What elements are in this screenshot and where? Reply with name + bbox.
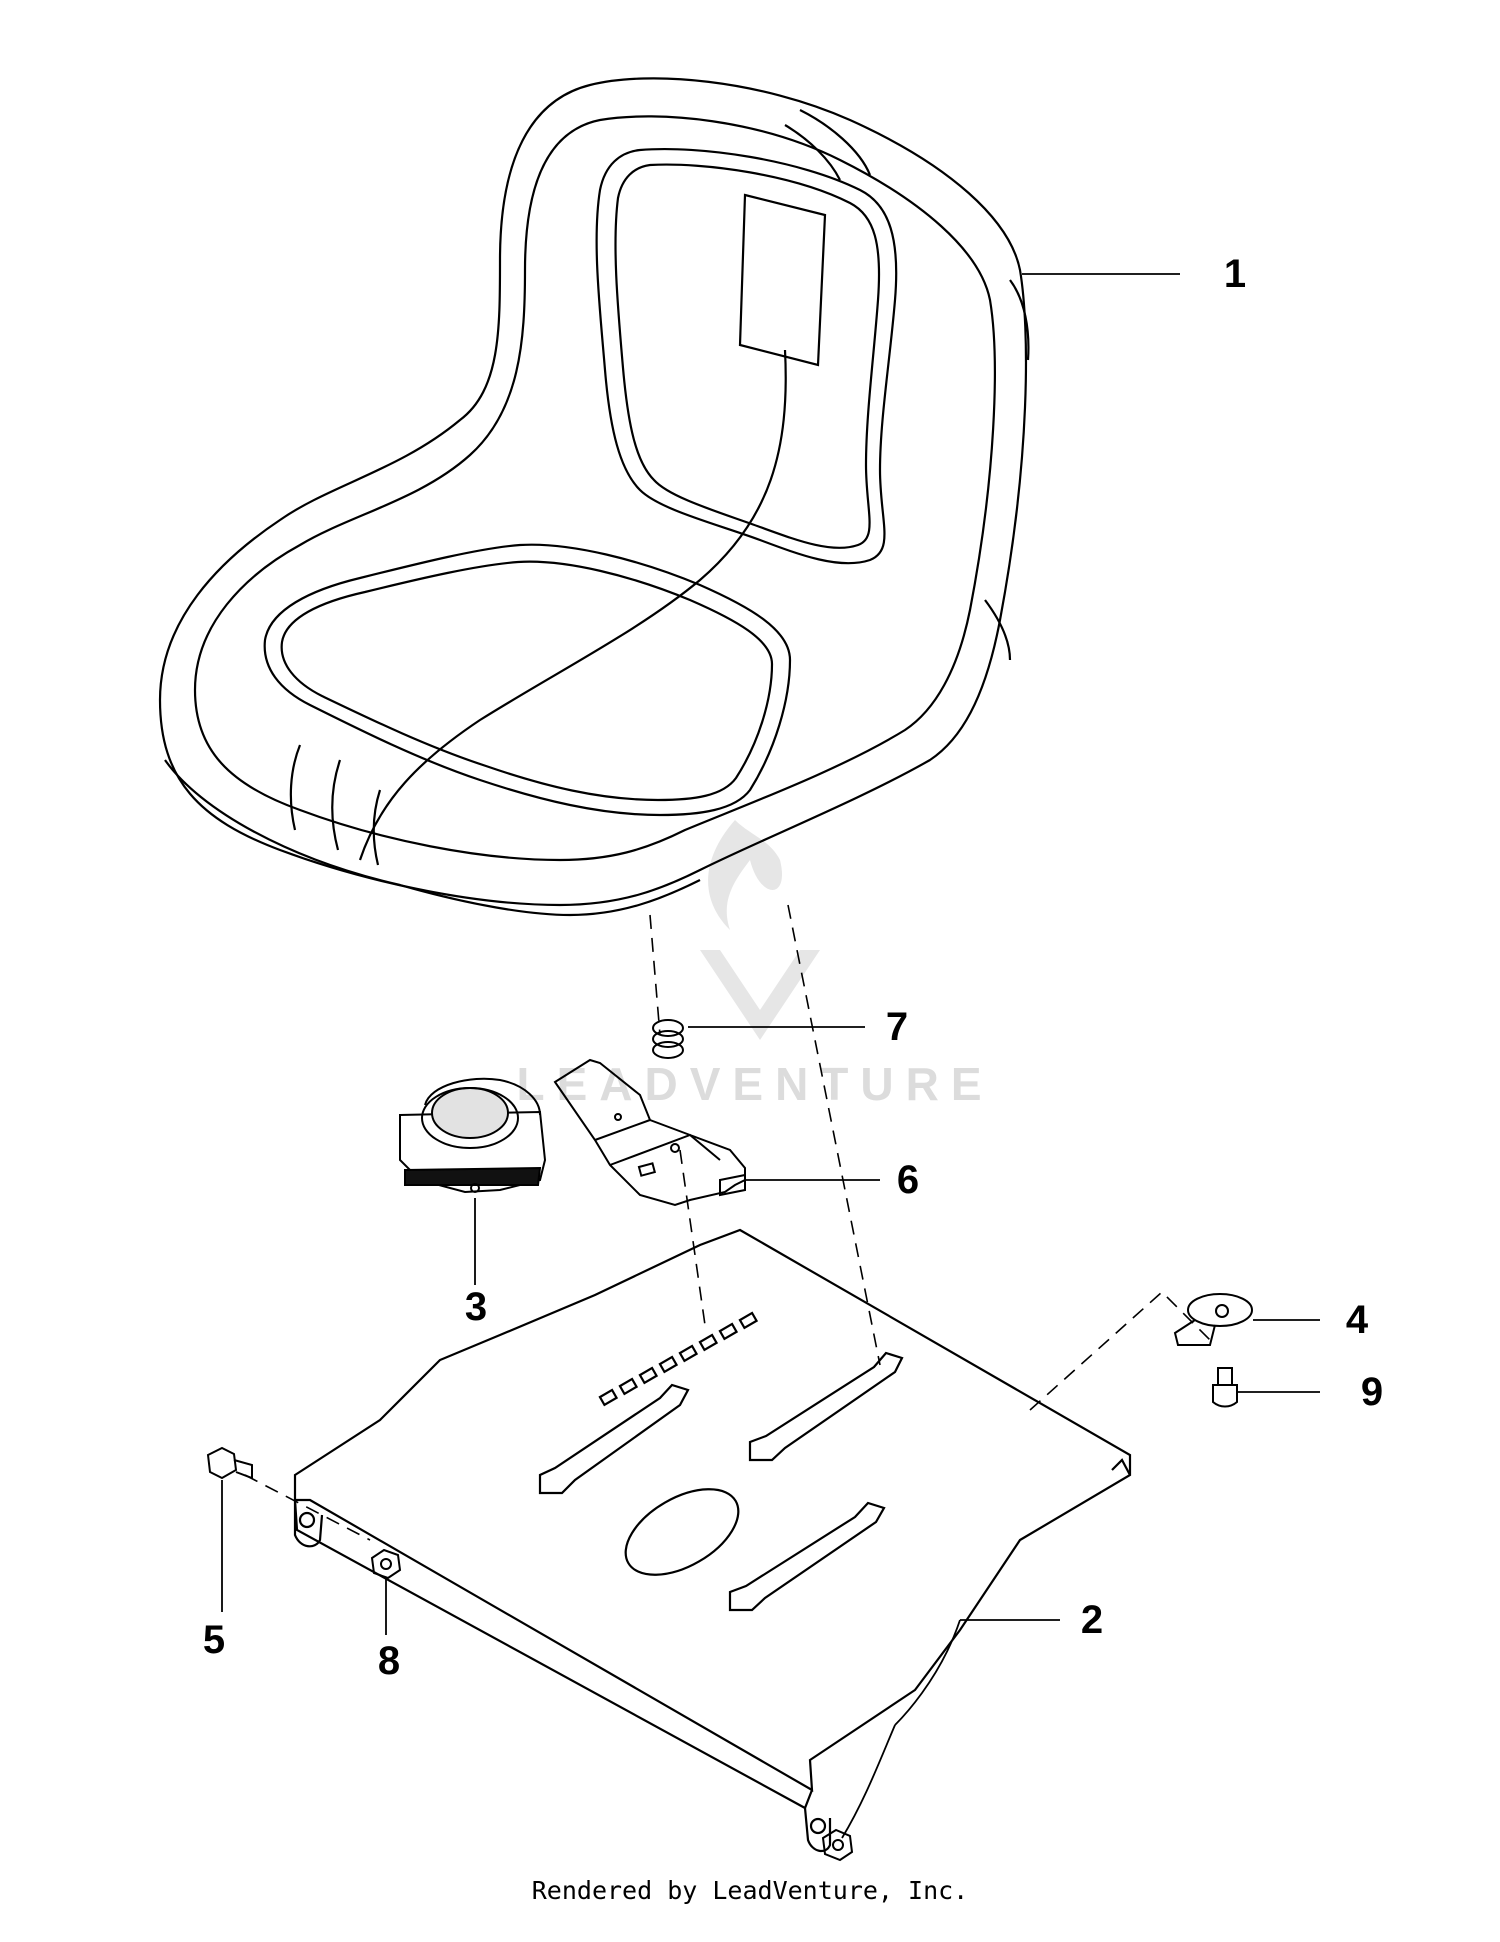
seat-outer-outline bbox=[158, 77, 1028, 907]
callout-5: 5 bbox=[203, 1618, 225, 1662]
part-seat-plate bbox=[293, 1228, 1132, 1853]
plate-outline bbox=[293, 1228, 1132, 1792]
bolt-head bbox=[1212, 1384, 1238, 1408]
callout-3: 3 bbox=[465, 1285, 487, 1329]
spring-coil-mid bbox=[652, 1030, 684, 1048]
part-nut-right bbox=[821, 1828, 854, 1862]
assembly-line-bracket-to-plate bbox=[679, 1149, 706, 1326]
seat-cushion-panel-inner bbox=[280, 560, 774, 802]
bracket-hole-2 bbox=[614, 1113, 622, 1121]
part-bolt bbox=[206, 1446, 253, 1480]
switch-base bbox=[404, 1166, 542, 1186]
footer-credit: Rendered by LeadVenture, Inc. bbox=[531, 1876, 969, 1905]
switch-button bbox=[431, 1087, 509, 1139]
assembly-line-plate-to-washer bbox=[1029, 1290, 1211, 1411]
watermark-logo-icon bbox=[700, 820, 820, 1040]
plate-slot-1 bbox=[538, 1383, 690, 1495]
washer-tab bbox=[1173, 1319, 1216, 1346]
callouts: 1 2 3 4 5 6 7 8 9 bbox=[203, 252, 1383, 1683]
plate-adjust-slots bbox=[598, 1311, 759, 1407]
bolt-5-head bbox=[206, 1446, 238, 1480]
assembly-line-bolt-to-plate bbox=[244, 1474, 371, 1541]
switch-screw bbox=[470, 1183, 480, 1193]
plate-front-bracket-right bbox=[803, 1807, 832, 1853]
seat-seam-right bbox=[784, 109, 872, 181]
nut-right-body bbox=[821, 1828, 854, 1862]
callout-1: 1 bbox=[1224, 252, 1246, 296]
seat-seam-center bbox=[358, 349, 787, 861]
seat-back-panel bbox=[595, 147, 898, 565]
plate-slot-3 bbox=[728, 1501, 886, 1612]
callout-2: 2 bbox=[1081, 1598, 1103, 1642]
part-nut bbox=[370, 1548, 402, 1580]
washer-hole bbox=[1215, 1304, 1229, 1318]
bracket-tab bbox=[719, 1173, 746, 1197]
plate-front-flange bbox=[293, 1499, 814, 1810]
spring-coil-bottom bbox=[652, 1041, 684, 1059]
seat-cushion-panel bbox=[263, 543, 792, 817]
watermark-text: LEADVENTURE bbox=[516, 1058, 993, 1110]
plate-front-bracket-left bbox=[293, 1500, 324, 1548]
callout-4: 4 bbox=[1346, 1298, 1369, 1342]
assembly-lines bbox=[244, 904, 1211, 1541]
bracket-slot bbox=[637, 1162, 657, 1177]
nut-hole bbox=[380, 1558, 392, 1570]
assembly-line-seat-to-plate bbox=[787, 904, 881, 1366]
plate-side-flange bbox=[1111, 1458, 1131, 1476]
plate-oval-hole bbox=[624, 1488, 740, 1576]
part-spring bbox=[652, 1019, 684, 1059]
plate-bracket-hole-left bbox=[298, 1511, 316, 1529]
nut-body bbox=[370, 1548, 402, 1580]
bolt-shank bbox=[1217, 1367, 1233, 1386]
seat-base-edge bbox=[164, 759, 701, 917]
switch-housing-top bbox=[424, 1077, 541, 1116]
bracket-hole bbox=[670, 1143, 680, 1153]
part-seat-switch bbox=[399, 1077, 547, 1194]
seat-back-panel-inner bbox=[614, 163, 881, 549]
bracket-fold bbox=[594, 1119, 721, 1166]
part-seat bbox=[158, 77, 1030, 917]
watermark: LEADVENTURE bbox=[516, 820, 993, 1110]
callout-9: 9 bbox=[1361, 1370, 1383, 1414]
leader-lines bbox=[221, 273, 1320, 1839]
switch-button-ring bbox=[421, 1087, 519, 1149]
seat-seam-left bbox=[289, 744, 382, 866]
bolt-5-shank bbox=[233, 1459, 253, 1480]
plate-slot-2 bbox=[748, 1351, 904, 1462]
assembly-line-seat-to-spring bbox=[649, 914, 661, 1036]
spring-coil-top bbox=[652, 1019, 684, 1037]
seat-side-bolster bbox=[984, 279, 1030, 661]
washer-disc bbox=[1187, 1293, 1253, 1327]
nut-right-hole bbox=[832, 1839, 844, 1851]
part-washer bbox=[1173, 1293, 1253, 1346]
callout-7: 7 bbox=[886, 1005, 908, 1049]
plate-bracket-hole-right bbox=[809, 1817, 827, 1835]
leader-2 bbox=[841, 1619, 1060, 1839]
part-bolt-small bbox=[1212, 1367, 1238, 1408]
seat-back-label bbox=[738, 193, 827, 367]
callout-6: 6 bbox=[897, 1158, 919, 1202]
part-bracket bbox=[553, 1058, 746, 1207]
seat-inner-rim bbox=[193, 115, 996, 862]
switch-body bbox=[399, 1110, 547, 1194]
callout-8: 8 bbox=[378, 1639, 400, 1683]
